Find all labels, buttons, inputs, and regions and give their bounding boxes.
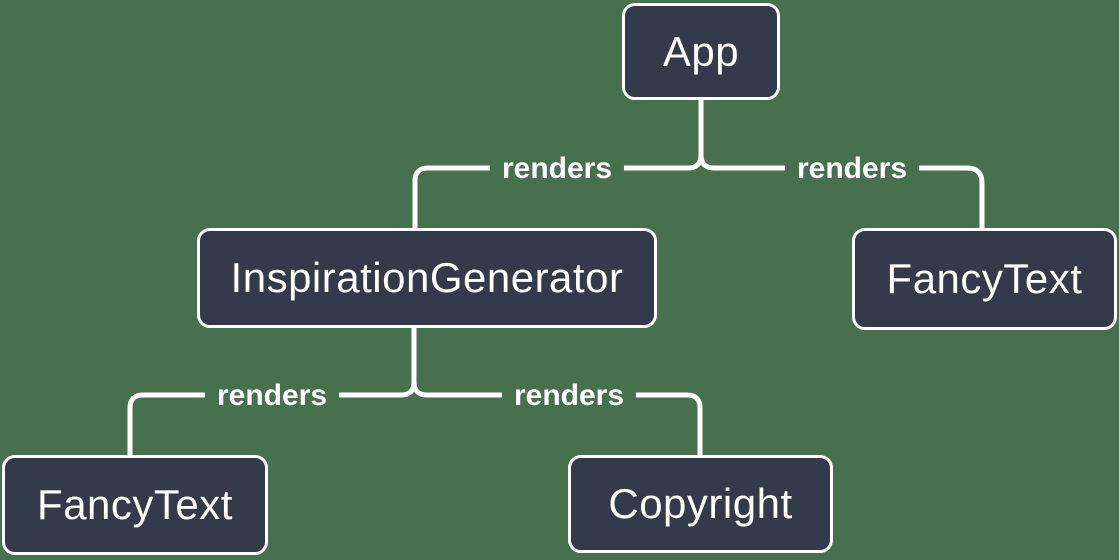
node-fancy-text-bottom: FancyText (2, 455, 268, 555)
edge-label-renders: renders (204, 377, 340, 415)
edge-label-renders: renders (489, 150, 625, 188)
node-inspiration-generator: InspirationGenerator (197, 228, 657, 328)
edge-inspirationgenerator-to-copyright (411, 379, 703, 458)
edge-app-to-fancytext (698, 152, 985, 231)
edge-label-renders: renders (784, 150, 920, 188)
node-copyright: Copyright (568, 455, 833, 553)
node-app: App (622, 3, 780, 100)
edge-label-renders: renders (501, 377, 637, 415)
node-fancy-text-top: FancyText (852, 228, 1117, 330)
